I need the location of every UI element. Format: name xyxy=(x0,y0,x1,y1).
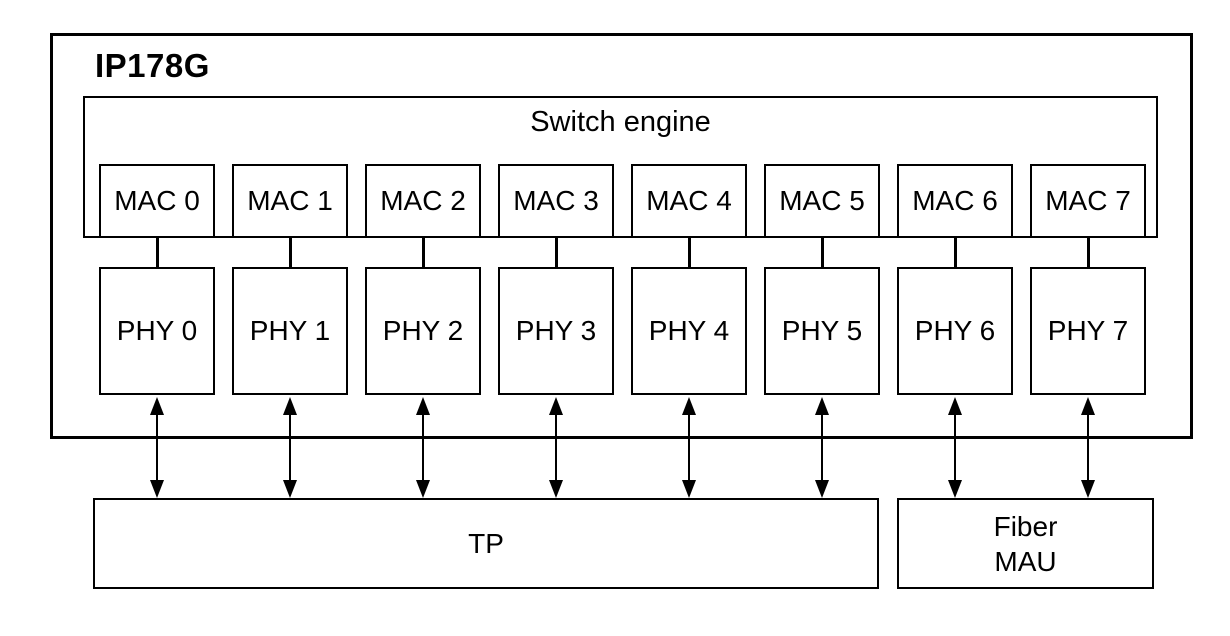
mac2-phy2-connector xyxy=(422,237,425,268)
phy-7-box: PHY 7 xyxy=(1030,267,1146,395)
switch-engine-box xyxy=(83,96,1158,238)
arrowhead-down-icon xyxy=(416,480,430,498)
arrowhead-down-icon xyxy=(549,480,563,498)
phy-1-box: PHY 1 xyxy=(232,267,348,395)
mac3-phy3-connector xyxy=(555,237,558,268)
mac-5-box: MAC 5 xyxy=(764,164,880,238)
mac6-phy6-connector xyxy=(954,237,957,268)
arrowhead-down-icon xyxy=(948,480,962,498)
ip178g-chip-box xyxy=(50,33,1193,439)
phy-5-box: PHY 5 xyxy=(764,267,880,395)
arrow-shaft xyxy=(953,407,957,488)
phy3-tp-arrow xyxy=(549,397,563,498)
arrowhead-up-icon xyxy=(1081,397,1095,415)
chip-title: IP178G xyxy=(95,47,210,84)
mac-1-box: MAC 1 xyxy=(232,164,348,238)
phy-4-box: PHY 4 xyxy=(631,267,747,395)
mac1-phy1-connector xyxy=(289,237,292,268)
mac7-phy7-connector xyxy=(1087,237,1090,268)
arrow-shaft xyxy=(820,407,824,488)
arrowhead-up-icon xyxy=(150,397,164,415)
phy0-tp-arrow xyxy=(150,397,164,498)
mac-4-box: MAC 4 xyxy=(631,164,747,238)
mac-3-box: MAC 3 xyxy=(498,164,614,238)
fiber-mau-label-line1: Fiber xyxy=(993,510,1058,542)
arrowhead-up-icon xyxy=(549,397,563,415)
arrow-shaft xyxy=(1086,407,1090,488)
arrowhead-up-icon xyxy=(283,397,297,415)
mac-2-box: MAC 2 xyxy=(365,164,481,238)
arrowhead-down-icon xyxy=(815,480,829,498)
arrow-shaft xyxy=(288,407,292,488)
arrow-shaft xyxy=(554,407,558,488)
arrowhead-down-icon xyxy=(682,480,696,498)
phy7-fiber-arrow xyxy=(1081,397,1095,498)
phy-2-box: PHY 2 xyxy=(365,267,481,395)
arrowhead-up-icon xyxy=(682,397,696,415)
arrow-shaft xyxy=(421,407,425,488)
arrow-shaft xyxy=(687,407,691,488)
phy-0-box: PHY 0 xyxy=(99,267,215,395)
phy5-tp-arrow xyxy=(815,397,829,498)
arrowhead-up-icon xyxy=(815,397,829,415)
arrowhead-down-icon xyxy=(283,480,297,498)
phy2-tp-arrow xyxy=(416,397,430,498)
fiber-mau-label-line2: MAU xyxy=(994,545,1057,577)
phy4-tp-arrow xyxy=(682,397,696,498)
phy-3-box: PHY 3 xyxy=(498,267,614,395)
tp-box: TP xyxy=(93,498,879,589)
arrowhead-up-icon xyxy=(416,397,430,415)
phy6-fiber-arrow xyxy=(948,397,962,498)
arrow-shaft xyxy=(155,407,159,488)
mac-0-box: MAC 0 xyxy=(99,164,215,238)
mac0-phy0-connector xyxy=(156,237,159,268)
phy1-tp-arrow xyxy=(283,397,297,498)
switch-engine-label: Switch engine xyxy=(530,106,711,138)
arrowhead-down-icon xyxy=(1081,480,1095,498)
mac4-phy4-connector xyxy=(688,237,691,268)
mac-6-box: MAC 6 xyxy=(897,164,1013,238)
phy-6-box: PHY 6 xyxy=(897,267,1013,395)
arrowhead-up-icon xyxy=(948,397,962,415)
fiber-mau-box: Fiber MAU xyxy=(897,498,1154,589)
arrowhead-down-icon xyxy=(150,480,164,498)
mac-7-box: MAC 7 xyxy=(1030,164,1146,238)
mac5-phy5-connector xyxy=(821,237,824,268)
